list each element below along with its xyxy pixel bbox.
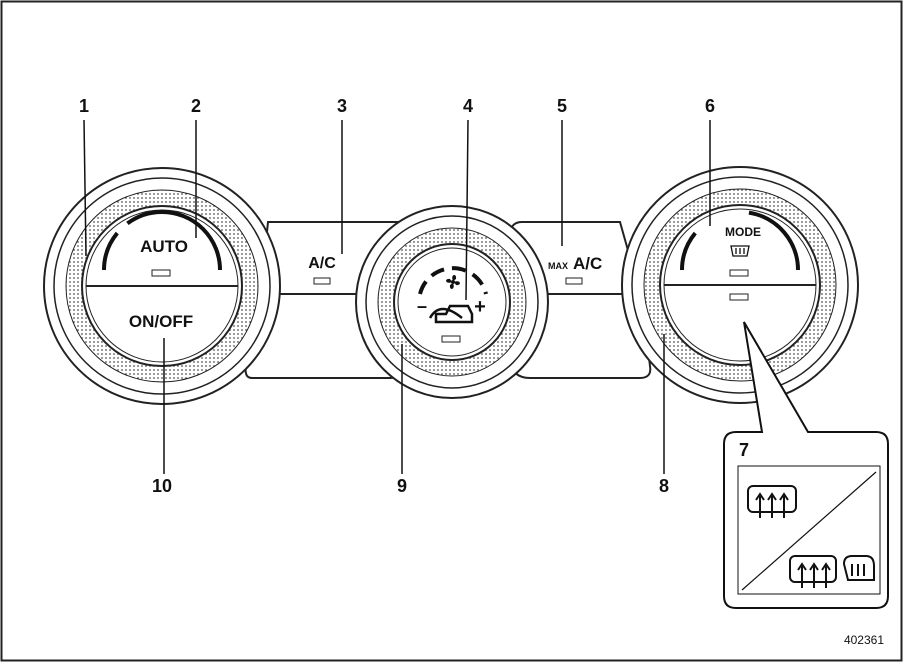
auto-button-label[interactable]: AUTO (140, 237, 188, 256)
auto-indicator (151, 269, 171, 277)
callout-1: 1 (79, 96, 89, 116)
car-airflow-icon (428, 304, 474, 324)
rear-defrost-indicator (729, 293, 749, 301)
rear-defrost-callout (723, 321, 889, 609)
figure-id: 402361 (844, 633, 884, 647)
callout-3: 3 (337, 96, 347, 116)
callout-8: 8 (659, 476, 669, 496)
fan-speed-dial[interactable] (355, 205, 549, 399)
mode-button-label[interactable]: MODE (725, 225, 761, 239)
callout-4: 4 (463, 96, 473, 116)
temperature-dial-right[interactable] (621, 166, 859, 404)
temperature-dial-left[interactable] (43, 167, 281, 405)
mode-arc (680, 210, 800, 271)
callout-2: 2 (191, 96, 201, 116)
on-off-button-label[interactable]: ON/OFF (129, 312, 193, 331)
leader-lines (83, 119, 711, 474)
rear-defrost-mirror-icon (789, 555, 875, 588)
max-prefix-label: MAX (548, 261, 568, 271)
mode-indicator (729, 269, 749, 277)
fan-indicator (441, 335, 461, 343)
max-ac-button-label[interactable]: A/C (573, 254, 602, 273)
rear-window-defrost-icon (747, 485, 797, 518)
fan-icon (446, 275, 460, 289)
callout-7: 7 (739, 440, 749, 460)
ac-button-label[interactable]: A/C (308, 255, 336, 272)
fan-minus-label[interactable]: – (417, 296, 427, 316)
front-defrost-icon (730, 245, 750, 257)
callout-5: 5 (557, 96, 567, 116)
fan-arc (418, 266, 488, 295)
ac-indicator (313, 277, 331, 285)
callout-10: 10 (152, 476, 172, 496)
callout-inner-frame (737, 465, 881, 595)
callout-6: 6 (705, 96, 715, 116)
callout-9: 9 (397, 476, 407, 496)
max-ac-indicator (565, 277, 583, 285)
fan-plus-label[interactable]: + (474, 296, 486, 318)
auto-arc (102, 210, 222, 271)
callout-divider (741, 471, 877, 591)
